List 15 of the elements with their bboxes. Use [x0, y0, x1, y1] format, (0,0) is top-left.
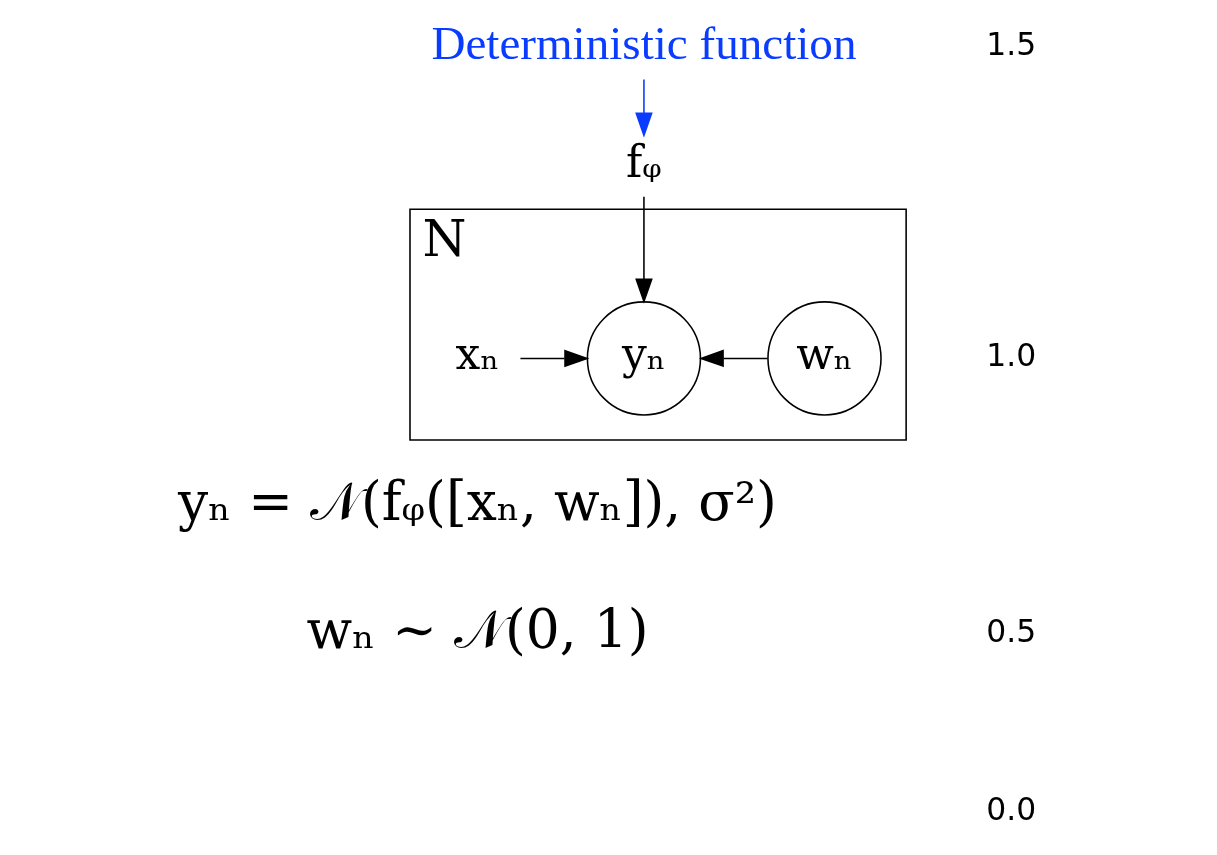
node-text: Deterministic function	[430, 16, 856, 69]
node-text: xₙ	[455, 328, 499, 380]
node-circle: yₙ	[586, 301, 701, 416]
label: 1.0	[985, 337, 1036, 374]
label: 0.5	[985, 612, 1036, 649]
node-circle: wₙ	[766, 301, 882, 416]
label: wₙ ∼ 𝒩(0, 1)	[306, 597, 648, 661]
label: yₙ = 𝒩(fᵩ([xₙ, wₙ]), σ²)	[177, 470, 777, 534]
arrow	[519, 349, 589, 368]
label: 1.5	[985, 25, 1036, 62]
arrow	[698, 349, 768, 368]
arrow	[634, 196, 653, 304]
arrow	[634, 78, 653, 138]
label: 0.0	[985, 791, 1036, 828]
node-text: fᵩ	[625, 135, 662, 187]
